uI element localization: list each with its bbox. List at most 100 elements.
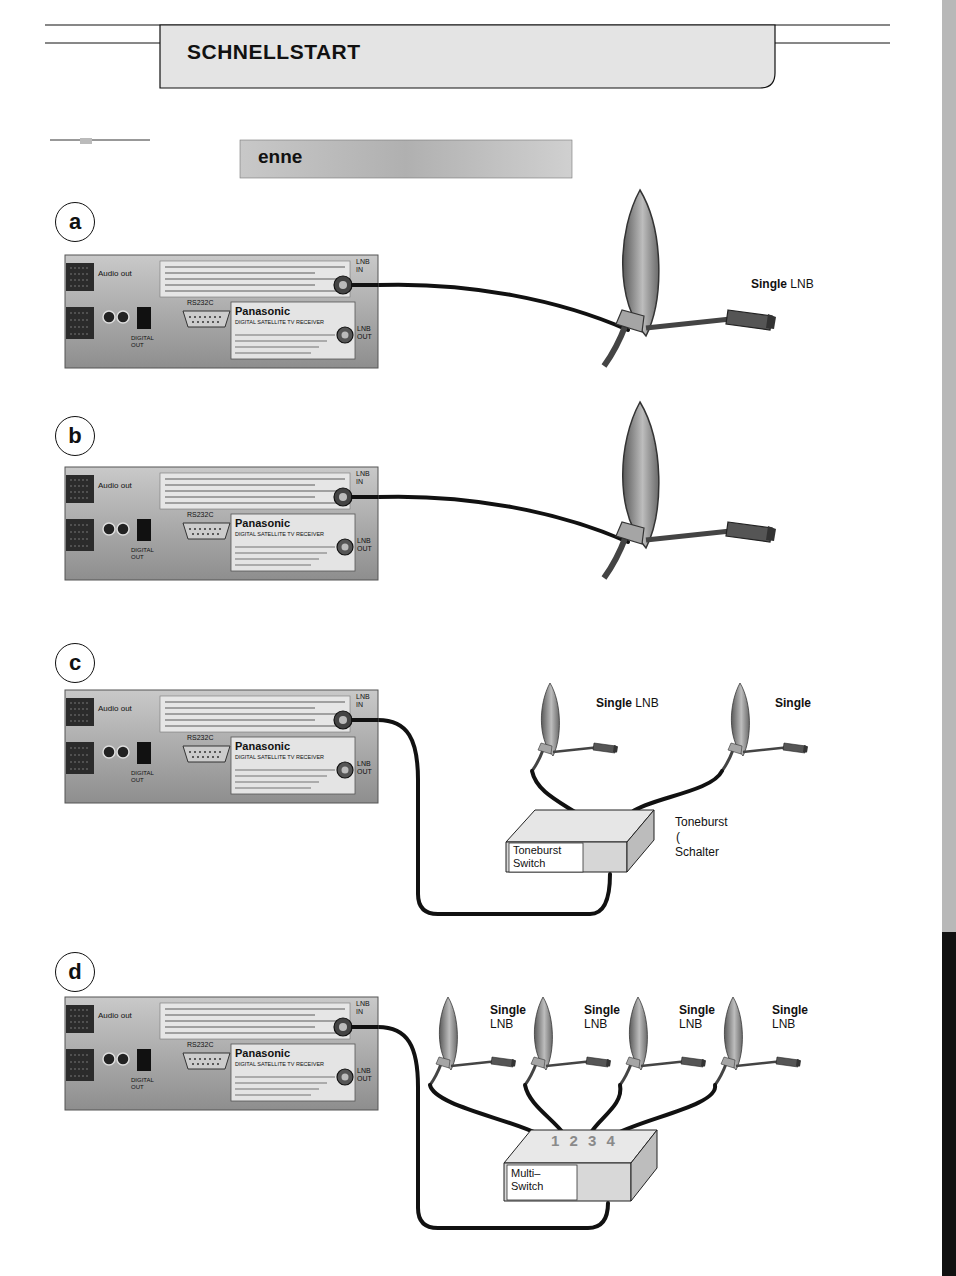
warning-sticker (160, 696, 350, 732)
coax-cable (430, 1085, 538, 1134)
dish-post (715, 1064, 726, 1085)
header-rule (775, 43, 890, 44)
warning-sticker (160, 473, 350, 509)
scart-pins (70, 1028, 90, 1029)
sticker-print (165, 484, 315, 486)
dish-post (525, 1064, 536, 1085)
rating-plate (231, 1044, 355, 1101)
lnb-label: Single LNB (679, 1003, 719, 1031)
scart-pins (70, 1010, 90, 1011)
brand-name: Panasonic (235, 740, 290, 752)
dish-post (604, 536, 626, 578)
dsub-connector (183, 523, 230, 539)
lnb-cap (613, 745, 618, 753)
coax-cable (378, 285, 628, 330)
sticker-print (165, 1008, 345, 1010)
box-front (504, 1163, 631, 1201)
receiver-rear-panel: Audio outRS232CPanasonicDIGITAL SATELLIT… (65, 255, 378, 368)
section-bar (240, 140, 572, 178)
port-label: RS232C (187, 511, 213, 519)
port-label: DIGITAL OUT (131, 770, 161, 784)
lnb-cap (701, 1059, 706, 1067)
sticker-print (165, 1032, 345, 1034)
scart-pins (70, 498, 90, 499)
sticker-print (165, 725, 345, 727)
scart-socket (66, 742, 94, 774)
panel (65, 467, 378, 580)
lnb (593, 743, 616, 753)
bold-word: Single (679, 1003, 715, 1017)
note-text: Schalter (675, 845, 719, 859)
scart-pins (70, 1055, 90, 1056)
plate-print (235, 781, 319, 783)
lnb-cap (796, 1059, 801, 1067)
port-label: Audio out (98, 481, 132, 490)
scart-pins (70, 709, 90, 710)
rca-jack (103, 1053, 115, 1065)
model-text: DIGITAL SATELLITE TV RECEIVER (235, 754, 353, 761)
dish-mount (626, 1057, 640, 1068)
port-label: DIGITAL OUT (131, 547, 161, 561)
sticker-print (165, 1020, 345, 1022)
coax-plug (351, 283, 378, 287)
rca-jack (117, 1053, 129, 1065)
brand-name: Panasonic (235, 517, 290, 529)
port-core (339, 493, 347, 501)
dsub-connector (183, 1053, 230, 1069)
port-numbers: 1 2 3 4 (551, 1132, 618, 1150)
dish-post (620, 1064, 631, 1085)
lnb-label: Single LNB (584, 1003, 624, 1031)
sticker-print (165, 284, 315, 286)
scart-socket (66, 475, 94, 503)
dsub-pins (189, 528, 224, 530)
scart-socket (66, 519, 94, 551)
lnb-label: Single LNB (751, 277, 814, 291)
scart-socket (66, 307, 94, 339)
sticker-print (165, 713, 345, 715)
dish-mount (616, 522, 644, 544)
lnb (726, 522, 772, 542)
lnb-in-port (334, 1018, 352, 1036)
dish-mount (728, 743, 742, 754)
optical-out (137, 1049, 151, 1071)
scart-pins (70, 703, 90, 704)
scart-pins (70, 268, 90, 269)
bold-word: Single (772, 1003, 808, 1017)
port-label: LNB OUT (357, 325, 377, 341)
port-label: LNB OUT (357, 1067, 377, 1083)
scart-pins (70, 1062, 90, 1063)
rca-jack (117, 746, 129, 758)
port-label: LNB IN (356, 1000, 376, 1016)
port-label: DIGITAL OUT (131, 1077, 161, 1091)
plate-print (235, 334, 335, 336)
page-edge-tab (942, 932, 956, 1276)
lnb-cap (766, 314, 776, 329)
lnb (776, 1057, 799, 1067)
port-core (342, 544, 349, 551)
scart-pins (70, 313, 90, 314)
dsub-pins (189, 751, 224, 753)
scart-pins (70, 334, 90, 335)
optical-out (137, 519, 151, 541)
model-text: DIGITAL SATELLITE TV RECEIVER (235, 1061, 353, 1068)
switch-name: Toneburst Switch (513, 844, 581, 870)
satellite-dish (604, 190, 776, 366)
sticker-print (165, 707, 315, 709)
lnb-cap (803, 745, 808, 753)
plate-print (235, 775, 327, 777)
plate-print (235, 1094, 311, 1096)
coax-cable (378, 1027, 608, 1228)
plate-print (235, 340, 327, 342)
callout-letter: c (55, 643, 95, 683)
scart-pins (70, 1076, 90, 1077)
panel (65, 997, 378, 1110)
sticker-print (165, 701, 345, 703)
plate-print (235, 346, 319, 348)
lnb (783, 743, 806, 753)
port-label: DIGITAL OUT (131, 335, 161, 349)
rca-jack (103, 523, 115, 535)
plate-print (235, 1076, 335, 1078)
port-core (339, 716, 347, 724)
scart-pins (70, 546, 90, 547)
